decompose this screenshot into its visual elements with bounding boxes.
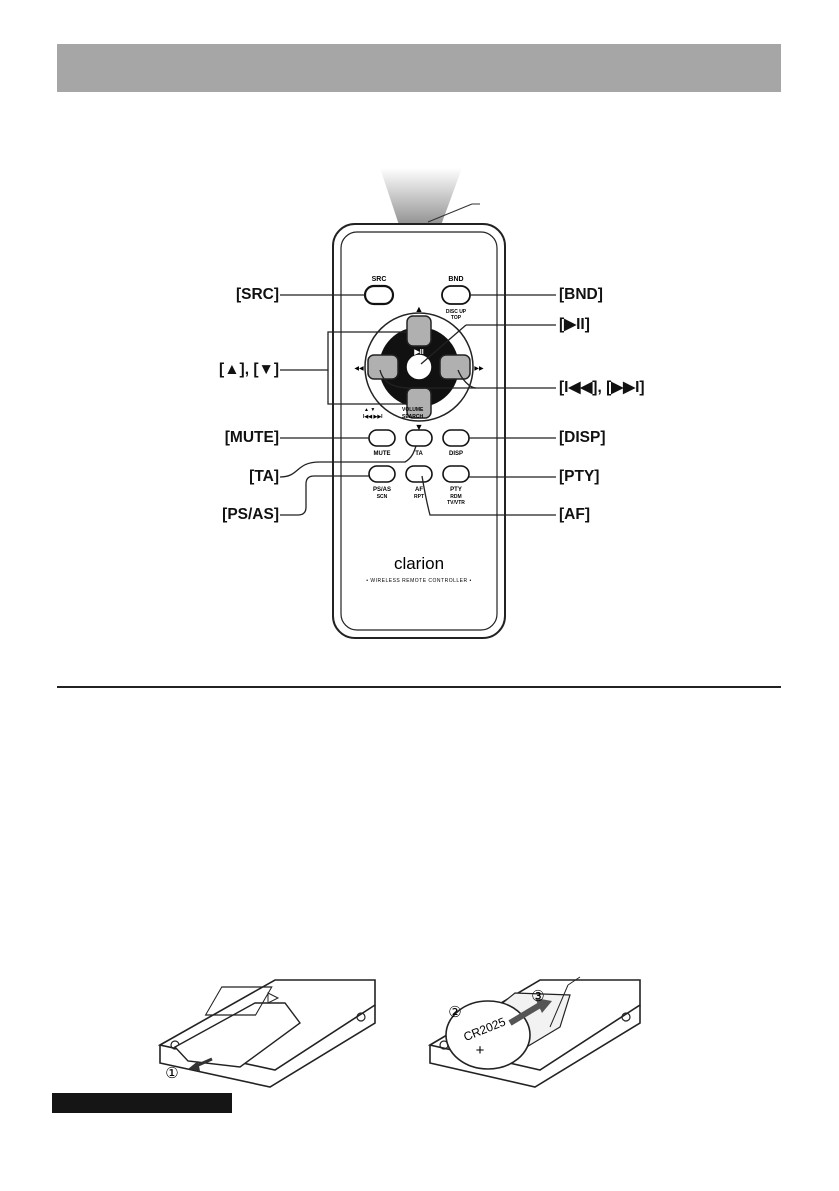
bnd-button-label: BND	[448, 276, 463, 283]
disp-button-label: DISP	[449, 451, 463, 457]
pty-sub-label-1: RDM	[450, 494, 461, 500]
footer-bar	[52, 1093, 232, 1113]
coin-battery	[445, 1000, 531, 1070]
battery-cover-illustration: ①	[157, 979, 376, 1088]
previous-icon: ◀◀	[354, 366, 364, 372]
battery-plus-sign: +	[476, 1042, 485, 1059]
dpad-right-key	[439, 354, 471, 380]
pty-button-label: PTY	[450, 487, 462, 493]
callout-leader-lines	[279, 294, 556, 516]
next-icon: ▶▶	[474, 366, 484, 372]
psas-sub-label: SCN	[377, 494, 388, 500]
section-header-bar	[57, 44, 781, 92]
battery-cover	[173, 1002, 301, 1068]
dpad-up-key	[406, 315, 432, 347]
step-2-marker: ②	[448, 1004, 461, 1021]
play-pause-icon: ▶II	[413, 349, 423, 356]
callout-disp: [DISP]	[559, 429, 606, 446]
section-divider	[57, 686, 781, 688]
remote-illustration: SRC BND DISC UP TOP ▶II ▲ ▼ ◀◀ ▶▶ ▲ ▼ I◀…	[279, 168, 556, 639]
af-button-shape	[405, 465, 433, 483]
volume-down-icon: ▼	[415, 422, 424, 432]
pty-button-shape	[442, 465, 470, 483]
callout-ta: [TA]	[249, 468, 279, 485]
callout-af: [AF]	[559, 506, 590, 523]
af-sub-label: RPT	[414, 494, 424, 500]
volume-up-icon: ▲	[415, 304, 424, 314]
ta-button-label: TA	[415, 451, 423, 457]
callout-pty: [PTY]	[559, 468, 600, 485]
callout-up-down: [▲], [▼]	[219, 361, 279, 378]
search-arrows-label: I◀◀ ▶▶I	[363, 414, 383, 420]
search-label: SEARCH	[402, 414, 424, 420]
step-1-marker: ①	[165, 1065, 178, 1082]
bnd-sub-label-2: TOP	[451, 315, 462, 321]
psas-button-label: PS/AS	[373, 487, 391, 493]
callout-mute: [MUTE]	[224, 429, 279, 446]
callout-src: [SRC]	[235, 286, 279, 303]
brand-logo-text: clarion	[394, 554, 444, 573]
callout-play-pause: [▶II]	[559, 316, 590, 333]
pty-sub-label-2: TV/VTR	[447, 500, 465, 506]
callout-prev-next: [I◀◀], [▶▶I]	[559, 379, 645, 396]
mute-button-shape	[368, 429, 396, 447]
bnd-sub-label-1: DISC UP	[446, 309, 467, 315]
mute-button-label: MUTE	[374, 451, 391, 457]
callout-psas: [PS/AS]	[222, 506, 279, 523]
disp-button-shape	[442, 429, 470, 447]
dpad-left-key	[367, 354, 399, 380]
ta-button-shape	[405, 429, 433, 447]
volume-label: VOLUME	[402, 407, 424, 413]
remote-caption: • WIRELESS REMOTE CONTROLLER •	[366, 578, 471, 584]
ir-pointer-line	[427, 203, 473, 223]
ir-beam	[380, 168, 462, 228]
af-button-label: AF	[415, 487, 423, 493]
psas-button-shape	[368, 465, 396, 483]
battery-insert-illustration: CR2025 + ② ③	[427, 976, 641, 1088]
src-button-label: SRC	[372, 276, 387, 283]
bnd-button-shape	[441, 285, 471, 305]
step-3-marker: ③	[531, 988, 544, 1005]
src-button-shape	[363, 284, 395, 306]
volume-arrows-label: ▲ ▼	[364, 407, 375, 413]
callout-bnd: [BND]	[559, 286, 603, 303]
